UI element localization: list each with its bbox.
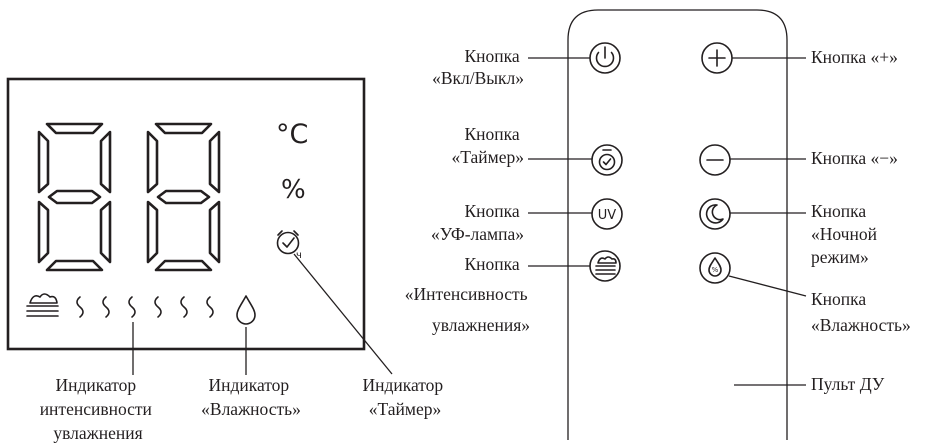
uv-button-label: Кнопка «УФ-лампа» xyxy=(431,201,524,244)
night-mode-button[interactable] xyxy=(699,198,731,230)
mist-intensity-icon xyxy=(26,293,59,317)
svg-text:UV: UV xyxy=(598,208,617,223)
svg-text:ч: ч xyxy=(296,250,302,261)
power-button[interactable] xyxy=(589,42,621,74)
minus-button[interactable] xyxy=(699,144,731,176)
seven-segment-digit-1 xyxy=(37,122,112,272)
intensity-indicator-label: Индикатор интенсивности увлажнения xyxy=(40,375,157,443)
remote-label: Пульт ДУ xyxy=(811,374,885,394)
intensity-level-mark-6 xyxy=(206,296,214,318)
plus-button-label: Кнопка «+» xyxy=(811,47,898,67)
humidity-droplet-icon xyxy=(236,295,256,325)
power-button-label: Кнопка «Вкл/Выкл» xyxy=(432,46,524,88)
night-mode-button-label: Кнопка «Ночной режим» xyxy=(811,201,881,267)
intensity-level-mark-3 xyxy=(128,296,136,318)
mist-intensity-button[interactable] xyxy=(589,250,621,282)
seven-segment-digit-2 xyxy=(146,122,221,272)
intensity-level-mark-2 xyxy=(102,296,110,318)
intensity-level-mark-5 xyxy=(180,296,188,318)
timer-indicator-leader xyxy=(293,253,393,375)
minus-button-label: Кнопка «−» xyxy=(811,148,898,168)
percent-indicator: % xyxy=(281,175,306,205)
timer-button[interactable] xyxy=(591,144,623,176)
display-panel-frame xyxy=(6,77,366,351)
intensity-button-label: Кнопка «Интенсивность увлажнения» xyxy=(405,254,532,335)
moon-icon xyxy=(705,204,724,224)
timer-button-label: Кнопка «Таймер» xyxy=(452,124,524,167)
humidity-indicator-label: Индикатор «Влажность» xyxy=(201,375,301,419)
humidity-button-label: Кнопка «Влажность» xyxy=(811,289,911,335)
plus-button[interactable] xyxy=(701,42,733,74)
timer-indicator-icon: ч xyxy=(276,230,302,261)
remote-control-body xyxy=(567,9,788,440)
humidity-button-leader xyxy=(728,275,807,297)
intensity-level-mark-1 xyxy=(76,296,84,318)
intensity-level-mark-4 xyxy=(154,296,162,318)
humidity-button-percent: % xyxy=(712,266,719,274)
intensity-level-marks xyxy=(76,296,214,318)
uv-button[interactable]: UV xyxy=(591,198,623,230)
humidity-button[interactable]: % xyxy=(699,252,731,284)
celsius-indicator: °C xyxy=(276,119,308,150)
display-panel: °C % ч xyxy=(6,77,366,351)
timer-indicator-label: Индикатор «Таймер» xyxy=(362,375,447,419)
